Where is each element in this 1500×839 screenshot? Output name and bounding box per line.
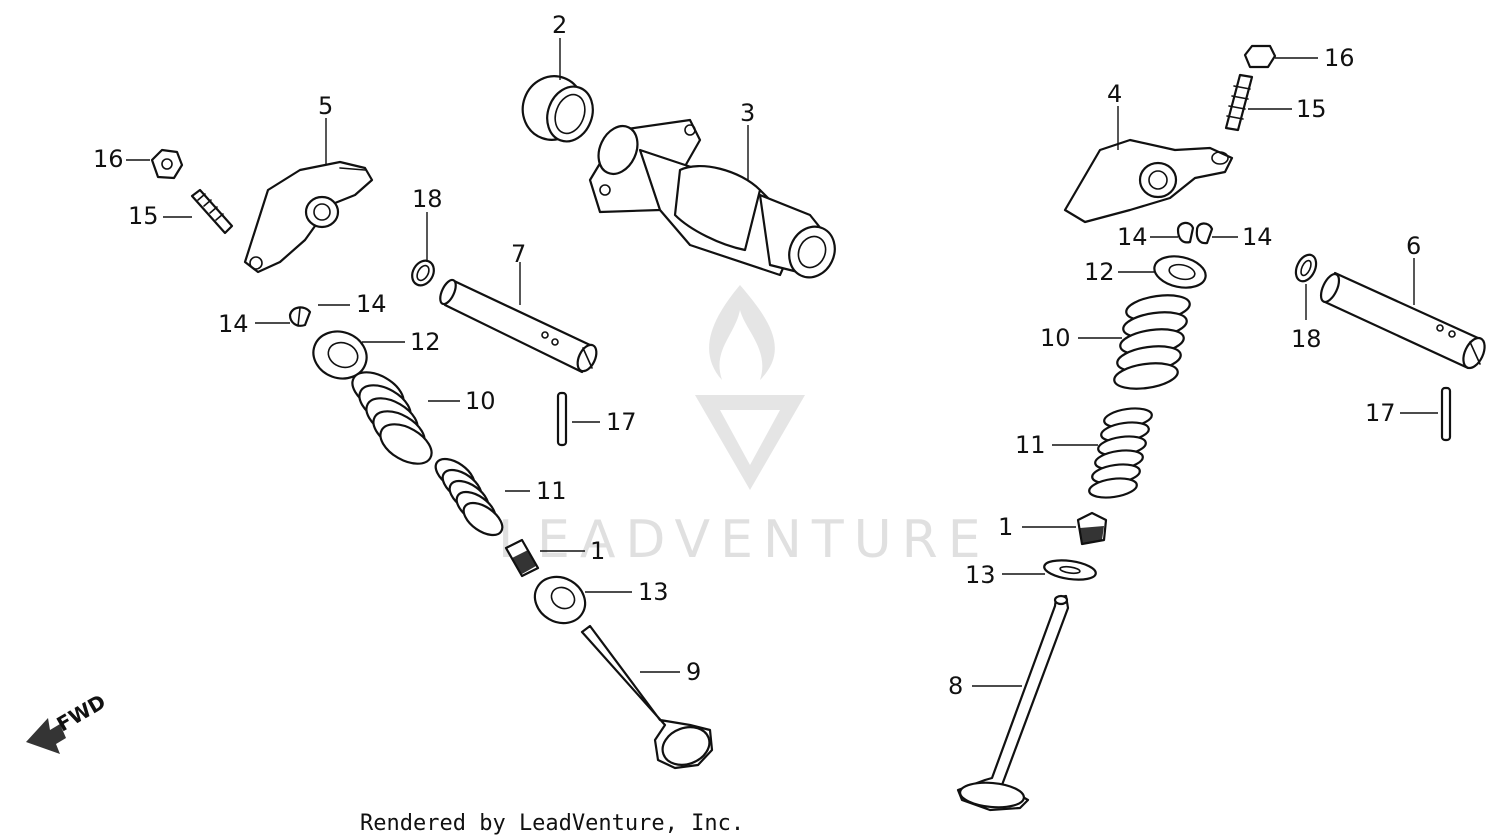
callout-left-14b: 14 [218, 310, 249, 338]
adjusting-screw-left [190, 188, 234, 235]
callout-left-1: 1 [590, 537, 605, 565]
fwd-label: FWD [53, 689, 110, 736]
callout-right-15: 15 [1296, 95, 1327, 123]
spring-seat-right [1043, 559, 1097, 581]
callout-2: 2 [552, 11, 567, 39]
stem-seal-left [504, 538, 540, 578]
callout-4: 4 [1107, 80, 1122, 108]
watermark-logo [695, 285, 805, 490]
fwd-arrow-icon [26, 718, 66, 754]
callout-7: 7 [511, 240, 526, 268]
watermark-text: LEADVENTURE [498, 510, 991, 570]
callout-left-11: 11 [536, 477, 567, 505]
callout-left-13: 13 [638, 578, 669, 606]
rocker-shaft-intake [439, 278, 598, 374]
callout-left-15: 15 [128, 202, 159, 230]
exhaust-valve [956, 594, 1070, 812]
callout-right-1: 1 [998, 513, 1013, 541]
rocker-arm-intake [243, 160, 374, 274]
callout-left-12: 12 [410, 328, 441, 356]
callout-9: 9 [686, 658, 701, 686]
dowel-pin-right [1440, 386, 1452, 442]
stem-seal-right [1076, 511, 1108, 546]
callout-left-10: 10 [465, 387, 496, 415]
callout-right-16: 16 [1324, 44, 1355, 72]
valve-cotter-left [288, 306, 312, 327]
valve-cotter-right [1176, 221, 1214, 245]
callout-right-17: 17 [1365, 399, 1396, 427]
callout-right-10: 10 [1040, 324, 1071, 352]
valve-spring-outer-right [1113, 294, 1191, 390]
callout-right-11: 11 [1015, 431, 1046, 459]
callout-left-14a: 14 [356, 290, 387, 318]
callout-left-17: 17 [606, 408, 637, 436]
rocker-shaft-exhaust [1319, 271, 1486, 370]
adjusting-nut-left [150, 148, 184, 180]
callout-8: 8 [948, 672, 963, 700]
callout-right-12: 12 [1084, 258, 1115, 286]
footer-credit: Rendered by LeadVenture, Inc. [360, 811, 744, 836]
spring-retainer-left [312, 330, 368, 380]
valve-spring-inner-right [1088, 407, 1153, 499]
o-ring-right [1294, 253, 1318, 283]
callout-left-18: 18 [412, 185, 443, 213]
camshaft-bearing [521, 75, 594, 143]
intake-valve [580, 624, 714, 770]
callout-right-13: 13 [965, 561, 996, 589]
camshaft [588, 118, 836, 279]
callout-3: 3 [740, 99, 755, 127]
spring-retainer-right [1153, 255, 1207, 289]
callout-right-14b: 14 [1242, 223, 1273, 251]
adjusting-nut-right [1243, 44, 1277, 69]
valve-spring-inner-left [434, 457, 504, 537]
callout-right-14a: 14 [1117, 223, 1148, 251]
rocker-arm-exhaust [1063, 138, 1234, 224]
callout-left-16: 16 [93, 145, 124, 173]
callout-5: 5 [318, 92, 333, 120]
callout-right-18: 18 [1291, 325, 1322, 353]
dowel-pin-left [556, 391, 568, 447]
callout-6: 6 [1406, 232, 1421, 260]
valve-spring-outer-left [351, 371, 433, 465]
spring-seat-left [533, 575, 587, 625]
o-ring-left [411, 259, 435, 287]
adjusting-screw-right [1224, 73, 1254, 132]
